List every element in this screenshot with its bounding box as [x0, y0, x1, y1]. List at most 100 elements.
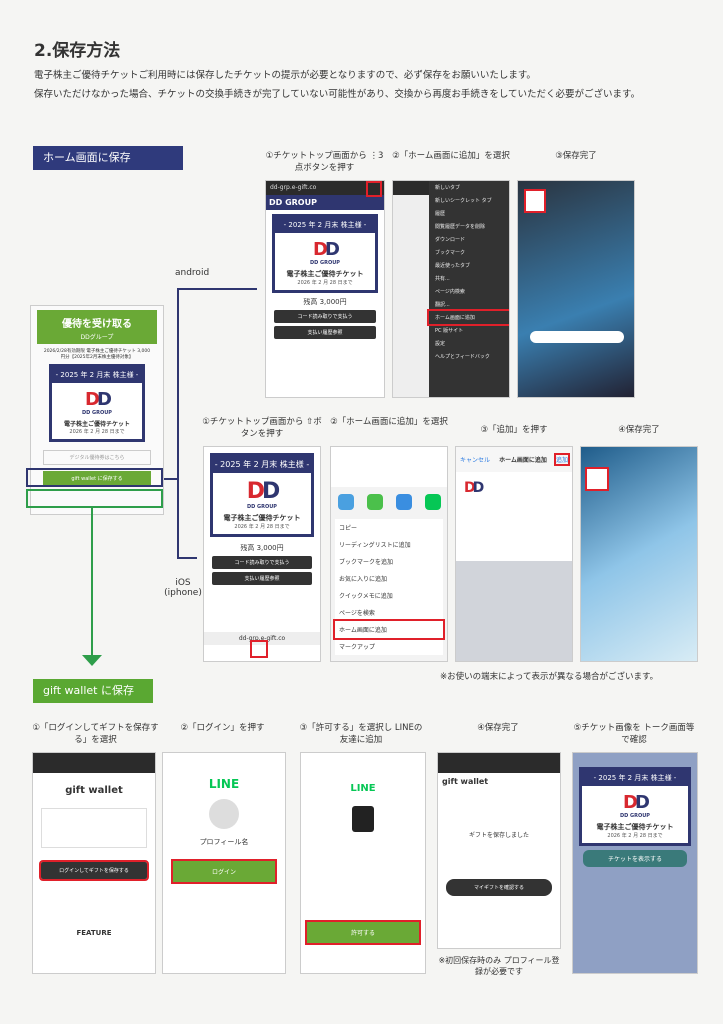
ios-step-2: ②「ホーム画面に追加」を選択 [330, 417, 448, 427]
ios-home-screen [580, 446, 698, 662]
ios-step-3: ③「追加」を押す [480, 425, 548, 435]
menu-item[interactable]: 最近使ったタブ [435, 263, 471, 269]
ios-add-home-screen: キャンセルホーム画面に追加追加 DD [455, 446, 573, 662]
ios-step-1: ①チケットトップ画面から ⇧ボタンを押す [202, 417, 322, 439]
menu-item[interactable]: ヘルプとフィードバック [435, 354, 490, 360]
history-button[interactable]: 支払い履歴参照 [212, 572, 312, 585]
dd-app-icon[interactable] [585, 467, 609, 491]
line-login-button[interactable]: ログイン [171, 859, 277, 884]
ios-step-4: ④保存完了 [618, 425, 660, 435]
menu-item[interactable]: 履歴 [435, 211, 446, 217]
share-item[interactable]: クイックメモに追加 [339, 593, 393, 600]
gift-wallet-save-button[interactable]: gift wallet に保存する [43, 471, 151, 486]
menu-item[interactable]: 新しいシークレット タブ [435, 198, 492, 204]
brand-bar: DD GROUP [266, 195, 384, 210]
arrow-wallet [91, 508, 93, 656]
share-item-add-home[interactable]: ホーム画面に追加 [333, 619, 445, 640]
gift-wallet-logo: gift wallet [442, 777, 489, 786]
ios-label: iOS (iphone) [164, 578, 202, 598]
highlight-digital [26, 468, 163, 487]
ticket-expiry: 2026 年 2 月 28 日まで [297, 280, 353, 286]
line-logo: LINE [350, 783, 376, 794]
menu-item[interactable]: 閲覧履歴データを削除 [435, 224, 486, 230]
dd-app-icon[interactable] [524, 189, 546, 213]
ticket-name: 電子株主ご優待チケット [596, 823, 674, 831]
dd-logo: DD [313, 239, 340, 260]
menu-item[interactable]: 翻訳... [435, 302, 450, 308]
url-bar[interactable]: dd-grp.e-gift.co [204, 632, 320, 645]
line-login-screen: LINE プロフィール名 ログイン [162, 752, 286, 974]
menu-item-add-home[interactable]: ホーム画面に追加 [427, 309, 509, 326]
connector-line [162, 478, 178, 480]
allow-button[interactable]: 許可する [305, 920, 421, 945]
ticket-price: 残高 3,000円 [303, 298, 347, 306]
logo-text: DD GROUP [310, 260, 340, 266]
keyboard[interactable] [456, 561, 572, 661]
share-apps [331, 487, 447, 517]
ticket-header: - 2025 年 2 月末 株主様 - [275, 217, 375, 233]
menu-item[interactable]: ページ内検索 [435, 289, 465, 295]
digital-ticket-button[interactable]: デジタル優待券はこちら [43, 450, 151, 465]
line-permission-screen: LINE 許可する [300, 752, 426, 974]
page-title: 2.保存方法 [34, 41, 121, 61]
show-ticket-button[interactable]: チケットを表示する [583, 850, 687, 867]
dd-logo: DD [464, 480, 484, 496]
browser-menu: 新しいタブ新しいシークレット タブ履歴閲覧履歴データを削除ダウンロードブックマー… [427, 181, 509, 397]
add-button[interactable]: 追加 [553, 453, 570, 466]
gift-card-screen: 優待を受け取る DDグループ 2026/2/28有効期限 電子株主ご優待チケット… [30, 305, 164, 515]
menu-item[interactable]: 設定 [435, 341, 446, 347]
dd-logo: DD [85, 389, 112, 410]
card-desc: 2026/2/28有効期限 電子株主ご優待チケット 3,000円分【2025年2… [43, 349, 151, 360]
feature-heading: FEATURE [76, 929, 112, 937]
pay-code-button[interactable]: コード読み取りで支払う [212, 556, 312, 569]
profile-name: プロフィール名 [199, 838, 249, 846]
android-step-3: ③保存完了 [555, 151, 597, 161]
intro-line: 保存いただけなかった場合、チケットの交換手続きが完了していない可能性があり、交換… [34, 89, 641, 100]
ticket-name: 電子株主ご優待チケット [223, 514, 301, 522]
profile-note: ※初回保存時のみ プロフィール登録が必要です [438, 956, 560, 976]
logo-text: DD GROUP [247, 504, 277, 510]
share-item[interactable]: ページを検索 [339, 610, 375, 617]
highlight-menu-button [366, 181, 382, 197]
menu-item[interactable]: 共有... [435, 276, 450, 282]
arrow-ios [177, 557, 197, 559]
ticket-name: 電子株主ご優待チケット [286, 270, 364, 278]
connector-line [177, 288, 179, 558]
gift-saved-screen: gift wallet ギフトを保存しました マイギフトを確認する [437, 752, 561, 949]
android-step-2: ②「ホーム画面に追加」を選択 [392, 151, 510, 161]
android-step-1: ①チケットトップ画面から ⋮3点ボタンを押す [265, 151, 384, 173]
login-save-button[interactable]: ログインしてギフトを保存する [39, 860, 149, 881]
arrow-android [177, 288, 257, 290]
home-section-label: ホーム画面に保存 [33, 146, 183, 170]
menu-item[interactable]: ブックマーク [435, 250, 466, 256]
android-menu-screen: 新しいタブ新しいシークレット タブ履歴閲覧履歴データを削除ダウンロードブックマー… [392, 180, 510, 398]
browser-bar: dd-grp.e-gift.co [266, 181, 384, 195]
android-home-screen [517, 180, 635, 398]
pay-code-button[interactable]: コード読み取りで支払う [274, 310, 376, 323]
ticket-expiry: 2026 年 2 月 28 日まで [607, 833, 663, 839]
menu-item[interactable]: 新しいタブ [435, 185, 461, 191]
gift-wallet-logo: gift wallet [65, 785, 123, 796]
share-item[interactable]: コピー [339, 525, 358, 532]
highlight-wallet [26, 489, 163, 508]
share-item[interactable]: マークアップ [339, 644, 376, 651]
google-search-bar[interactable] [530, 331, 624, 343]
logo-text: DD GROUP [82, 410, 112, 416]
wallet-step-5: ⑤チケット画像を トーク画面等で確認 [573, 723, 695, 745]
my-gift-button[interactable]: マイギフトを確認する [446, 879, 552, 896]
history-button[interactable]: 支払い履歴参照 [274, 326, 376, 339]
dd-logo: DD [623, 792, 650, 813]
share-button-highlight[interactable] [250, 640, 268, 658]
ios-share-sheet: コピーリーディングリストに追加ブックマークを追加お気に入りに追加クイックメモに追… [330, 446, 448, 662]
android-ticket-screen: dd-grp.e-gift.co DD GROUP - 2025 年 2 月末 … [265, 180, 385, 398]
share-item[interactable]: ブックマークを追加 [339, 559, 394, 566]
ticket-price: 残高 3,000円 [240, 544, 284, 552]
cancel-button[interactable]: キャンセル [460, 457, 491, 464]
menu-item[interactable]: PC 版サイト [435, 328, 464, 334]
share-item[interactable]: お気に入りに追加 [339, 576, 388, 583]
wallet-section-label: gift wallet に保存 [33, 679, 153, 703]
menu-item[interactable]: ダウンロード [435, 237, 466, 243]
share-item[interactable]: リーディングリストに追加 [339, 542, 411, 549]
line-logo: LINE [208, 777, 240, 791]
